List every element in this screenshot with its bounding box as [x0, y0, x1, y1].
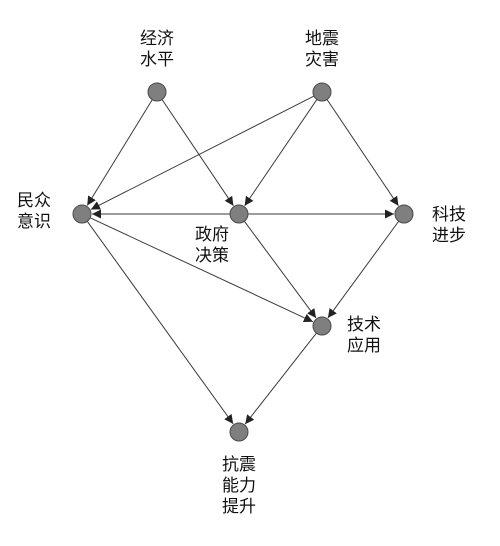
node-label-techapp: 技术应用: [347, 315, 381, 356]
node-label-line: 技术: [347, 315, 381, 335]
node-label-line: 经济: [140, 29, 174, 49]
edge-earthquake-to-policy: [244, 99, 318, 207]
edge-techapp-to-capacity: [244, 332, 317, 425]
node-label-line: 科技: [432, 205, 466, 225]
node-capacity: [229, 422, 249, 442]
edge-policy-to-techapp: [243, 220, 317, 319]
node-label-economy: 经济水平: [140, 29, 174, 70]
edge-earthquake-to-tech: [326, 99, 399, 206]
node-label-policy: 政府决策: [195, 225, 229, 266]
node-tech: [394, 204, 414, 224]
edge-economy-to-policy: [161, 99, 234, 206]
nodes-layer: [72, 82, 414, 442]
edges-layer: [86, 95, 400, 425]
edge-public-to-techapp: [89, 217, 314, 323]
node-label-capacity: 抗震能力提升: [222, 455, 256, 517]
node-economy: [147, 82, 167, 102]
node-label-line: 灾害: [305, 50, 339, 70]
node-label-line: 抗震: [222, 455, 256, 475]
node-label-line: 决策: [195, 246, 229, 266]
edge-tech-to-techapp: [327, 220, 400, 319]
node-public: [72, 204, 92, 224]
node-label-line: 政府: [195, 225, 229, 245]
node-techapp: [312, 316, 332, 336]
edge-public-to-capacity: [86, 221, 234, 425]
node-policy: [229, 204, 249, 224]
node-label-line: 民众: [17, 191, 51, 211]
edge-earthquake-to-public: [90, 95, 315, 210]
node-label-tech: 科技进步: [432, 205, 466, 246]
node-label-line: 提升: [222, 497, 256, 517]
node-label-line: 应用: [347, 336, 381, 356]
node-label-line: 进步: [432, 226, 466, 246]
node-label-public: 民众意识: [17, 191, 51, 232]
node-label-line: 意识: [17, 212, 51, 232]
edge-economy-to-public: [86, 99, 153, 206]
node-label-line: 能力: [222, 476, 256, 496]
node-label-line: 水平: [140, 50, 174, 70]
node-label-line: 地震: [305, 29, 339, 49]
node-earthquake: [312, 82, 332, 102]
node-label-earthquake: 地震灾害: [305, 29, 339, 70]
